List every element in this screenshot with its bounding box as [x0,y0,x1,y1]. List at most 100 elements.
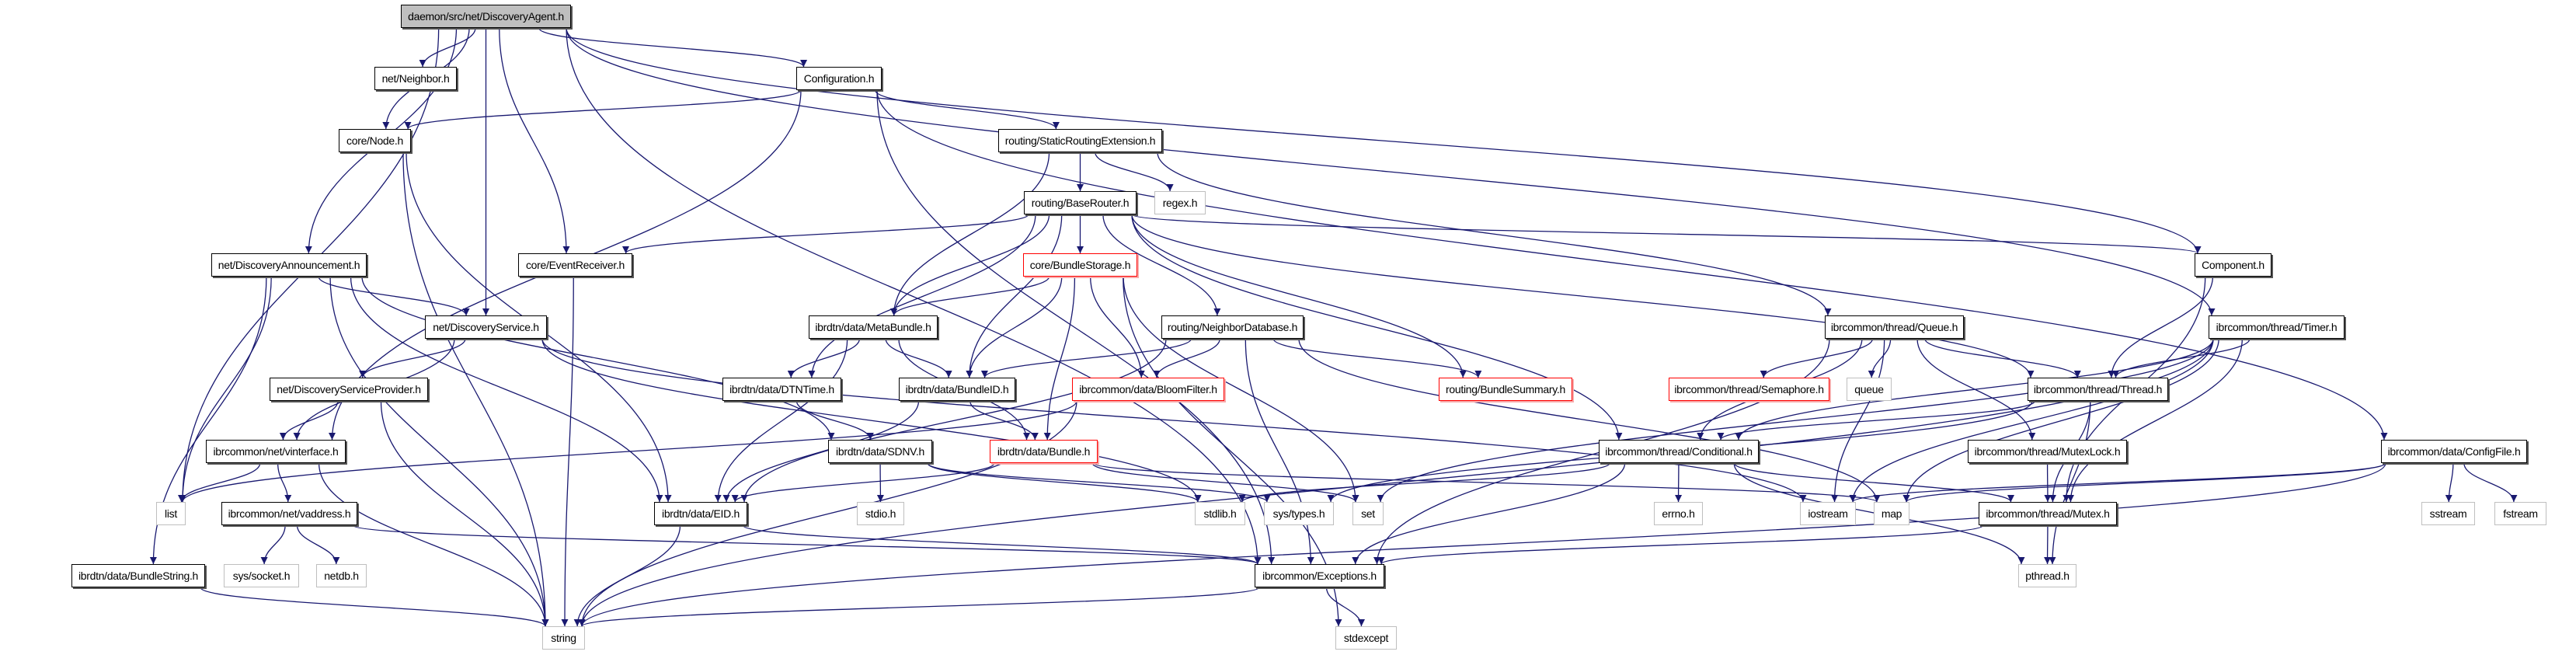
edge-vinterface-to-string [318,462,549,627]
node-conditional[interactable]: ibrcommon/thread/Conditional.h [1599,440,1759,463]
edge-metabundle-to-dtntime [787,338,861,378]
edge-baserouter-to-conditional [1131,214,1623,441]
edge-exceptions-to-stdexcept [1325,587,1365,627]
node-mutexlock[interactable]: ibrcommon/thread/MutexLock.h [1968,440,2127,463]
edge-bundlestorage-to-set [1123,276,1359,503]
edge-bundlestorage-to-bundle [1043,276,1076,441]
edge-thread-to-conditional [1717,400,2036,441]
edge-metabundle-to-eid [714,338,848,503]
edge-announcement-to-list [179,276,272,503]
edge-thread-to-pthread [2049,400,2091,565]
edge-bundleid-to-bundle [969,400,1039,441]
node-dtntime[interactable]: ibrdtn/data/DTNTime.h [722,378,841,401]
node-map: map [1874,502,1909,525]
node-netdb: netdb.h [316,564,367,587]
edge-bloomfilter-to-list [179,400,1077,503]
edge-announcement-to-eid [350,276,663,503]
edge-bundle-to-eid [731,462,995,503]
node-bundleid[interactable]: ibrdtn/data/BundleID.h [899,378,1015,401]
node-metabundle[interactable]: ibrdtn/data/MetaBundle.h [809,315,938,339]
node-thread[interactable]: ibrcommon/thread/Thread.h [2028,378,2168,401]
node-stdio: stdio.h [857,502,904,525]
edge-static-to-queueh [1157,152,1832,316]
node-list: list [156,502,186,525]
node-neighbor[interactable]: net/Neighbor.h [374,67,457,90]
edge-announcement-to-service [318,276,470,316]
edge-baserouter-to-dtntime [808,214,1036,378]
edge-agent-to-exceptions [566,27,1262,565]
edge-configfile-to-map [1902,462,2386,503]
node-node[interactable]: core/Node.h [339,129,411,152]
node-eid[interactable]: ibrdtn/data/EID.h [654,502,747,525]
edge-sdnv-to-stdlib [927,462,1202,503]
node-iostream: iostream [1800,502,1856,525]
node-exceptions[interactable]: ibrcommon/Exceptions.h [1255,564,1384,587]
edge-baserouter-to-neighbordb [1102,214,1221,316]
edge-mutex-to-exceptions [1377,524,1984,565]
edge-configuration-to-static [874,89,1060,130]
edge-service-to-provider [359,338,466,378]
node-timer[interactable]: ibrcommon/thread/Timer.h [2209,315,2345,339]
node-component[interactable]: Component.h [2195,253,2271,277]
edge-vinterface-to-vaddress [277,462,292,503]
node-semaphore: ibrcommon/thread/Semaphore.h [1669,378,1829,401]
node-string: string [542,626,585,650]
edge-bundle-to-set [1091,462,1359,503]
edge-bundlestorage-to-bloomfilter [1089,276,1145,378]
edge-baserouter-to-bundleid [966,214,1063,378]
edge-dtntime-to-sdnv [795,400,874,441]
node-bundlestring[interactable]: ibrdtn/data/BundleString.h [71,564,205,587]
node-mutex[interactable]: ibrcommon/thread/Mutex.h [1979,502,2117,525]
edge-configuration-to-exceptions [876,89,1276,565]
node-vaddress[interactable]: ibrcommon/net/vaddress.h [221,502,357,525]
edge-provider-to-vinterface [279,400,339,441]
node-service[interactable]: net/DiscoveryService.h [425,315,547,339]
node-sdnv[interactable]: ibrdtn/data/SDNV.h [828,440,932,463]
node-vinterface[interactable]: ibrcommon/net/vinterface.h [206,440,346,463]
edge-configfile-to-sstream [2445,462,2454,503]
edge-timer-to-conditional [1735,338,2214,441]
edge-neighbordb-to-bundleid [981,338,1192,378]
node-queueh[interactable]: ibrcommon/thread/Queue.h [1825,315,1964,339]
edge-neighbordb-to-exceptions [1244,338,1314,565]
edge-agent-to-timer [566,27,2216,316]
edge-timer-to-iostream [1849,338,2214,503]
node-stdlib: stdlib.h [1195,502,1245,525]
edge-agent-to-configuration [538,27,807,68]
edge-bundlestorage-to-bundleid [966,276,1063,378]
edge-conditional-to-exceptions [1352,462,1626,565]
edge-service-to-stdlib [541,338,1202,503]
node-configuration[interactable]: Configuration.h [796,67,882,90]
edge-timer-to-map [1902,338,2219,503]
edge-bundlestring-to-string [200,587,549,627]
edge-conditional-to-mutex [1733,462,2014,503]
edge-neighbordb-to-map [1298,338,1881,503]
node-bloomfilter: ibrcommon/data/BloomFilter.h [1072,378,1224,401]
node-agent[interactable]: daemon/src/net/DiscoveryAgent.h [401,5,571,28]
edge-node-to-string [402,152,549,627]
edge-provider-to-string [380,400,549,627]
edge-eventreceiver-to-string [561,276,574,627]
node-eventreceiver[interactable]: core/EventReceiver.h [518,253,632,277]
edge-baserouter-to-thread [1131,214,2035,378]
edge-component-to-thread [2108,276,2214,378]
node-pthread: pthread.h [2018,564,2076,587]
node-announcement[interactable]: net/DiscoveryAnnouncement.h [211,253,367,277]
edge-agent-to-eventreceiver [499,27,570,254]
node-provider[interactable]: net/DiscoveryServiceProvider.h [270,378,428,401]
node-errno: errno.h [1654,502,1703,525]
edge-static-to-regex [1095,152,1174,192]
edge-vaddress-to-exceptions [352,524,1262,565]
edge-timer-to-thread [2112,338,2251,378]
node-regex: regex.h [1154,191,1206,214]
edge-agent-to-component [566,27,2202,254]
node-syssocket: sys/socket.h [224,564,299,587]
edge-queueh-to-iostream [1831,338,1885,503]
node-baserouter[interactable]: routing/BaseRouter.h [1024,191,1137,214]
node-neighbordb[interactable]: routing/NeighborDatabase.h [1161,315,1304,339]
node-static[interactable]: routing/StaticRoutingExtension.h [998,129,1162,152]
edge-vaddress-to-syssocket [260,524,286,565]
edge-baserouter-to-eventreceiver [622,214,1029,254]
node-configfile[interactable]: ibrcommon/data/ConfigFile.h [2381,440,2527,463]
